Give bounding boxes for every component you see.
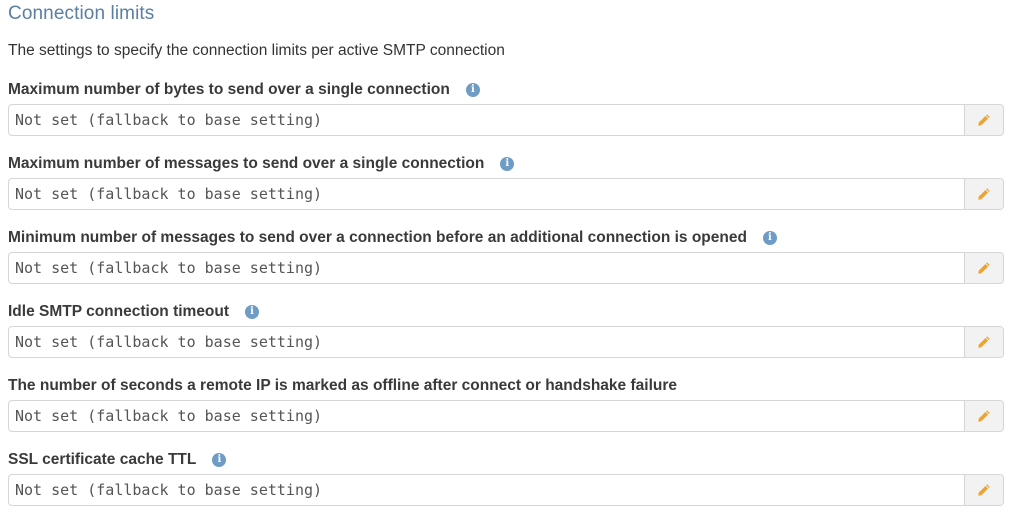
pencil-icon xyxy=(978,484,990,496)
info-icon[interactable]: i xyxy=(500,157,515,171)
input-group xyxy=(8,400,1004,432)
pencil-icon xyxy=(978,188,990,200)
input-group xyxy=(8,104,1004,136)
field-label: Maximum number of messages to send over … xyxy=(8,155,485,172)
input-group xyxy=(8,474,1004,506)
ssl-cache-ttl-input[interactable] xyxy=(9,475,964,505)
section-title: Connection limits xyxy=(8,3,155,24)
pencil-icon xyxy=(978,410,990,422)
field-label: Idle SMTP connection timeout xyxy=(8,303,230,320)
edit-button[interactable] xyxy=(964,253,1003,283)
edit-button[interactable] xyxy=(964,475,1003,505)
field-label: The number of seconds a remote IP is mar… xyxy=(8,377,677,394)
field-max-bytes: Maximum number of bytes to send over a s… xyxy=(8,80,1004,136)
input-group xyxy=(8,252,1004,284)
section-description: The settings to specify the connection l… xyxy=(8,42,505,59)
edit-button[interactable] xyxy=(964,179,1003,209)
field-max-messages: Maximum number of messages to send over … xyxy=(8,154,1004,210)
info-icon[interactable]: i xyxy=(212,453,227,467)
idle-timeout-input[interactable] xyxy=(9,327,964,357)
field-label: SSL certificate cache TTL xyxy=(8,451,197,468)
field-label: Minimum number of messages to send over … xyxy=(8,229,747,246)
info-icon[interactable]: i xyxy=(762,231,777,245)
max-bytes-input[interactable] xyxy=(9,105,964,135)
pencil-icon xyxy=(978,336,990,348)
offline-seconds-input[interactable] xyxy=(9,401,964,431)
max-messages-input[interactable] xyxy=(9,179,964,209)
edit-button[interactable] xyxy=(964,401,1003,431)
input-group xyxy=(8,326,1004,358)
field-offline-seconds: The number of seconds a remote IP is mar… xyxy=(8,376,1004,432)
min-messages-input[interactable] xyxy=(9,253,964,283)
field-label: Maximum number of bytes to send over a s… xyxy=(8,81,450,98)
info-icon[interactable]: i xyxy=(245,305,260,319)
edit-button[interactable] xyxy=(964,327,1003,357)
input-group xyxy=(8,178,1004,210)
edit-button[interactable] xyxy=(964,105,1003,135)
field-ssl-cache-ttl: SSL certificate cache TTL i xyxy=(8,450,1004,506)
field-idle-timeout: Idle SMTP connection timeout i xyxy=(8,302,1004,358)
info-icon[interactable]: i xyxy=(465,83,480,97)
pencil-icon xyxy=(978,114,990,126)
field-min-messages: Minimum number of messages to send over … xyxy=(8,228,1004,284)
pencil-icon xyxy=(978,262,990,274)
